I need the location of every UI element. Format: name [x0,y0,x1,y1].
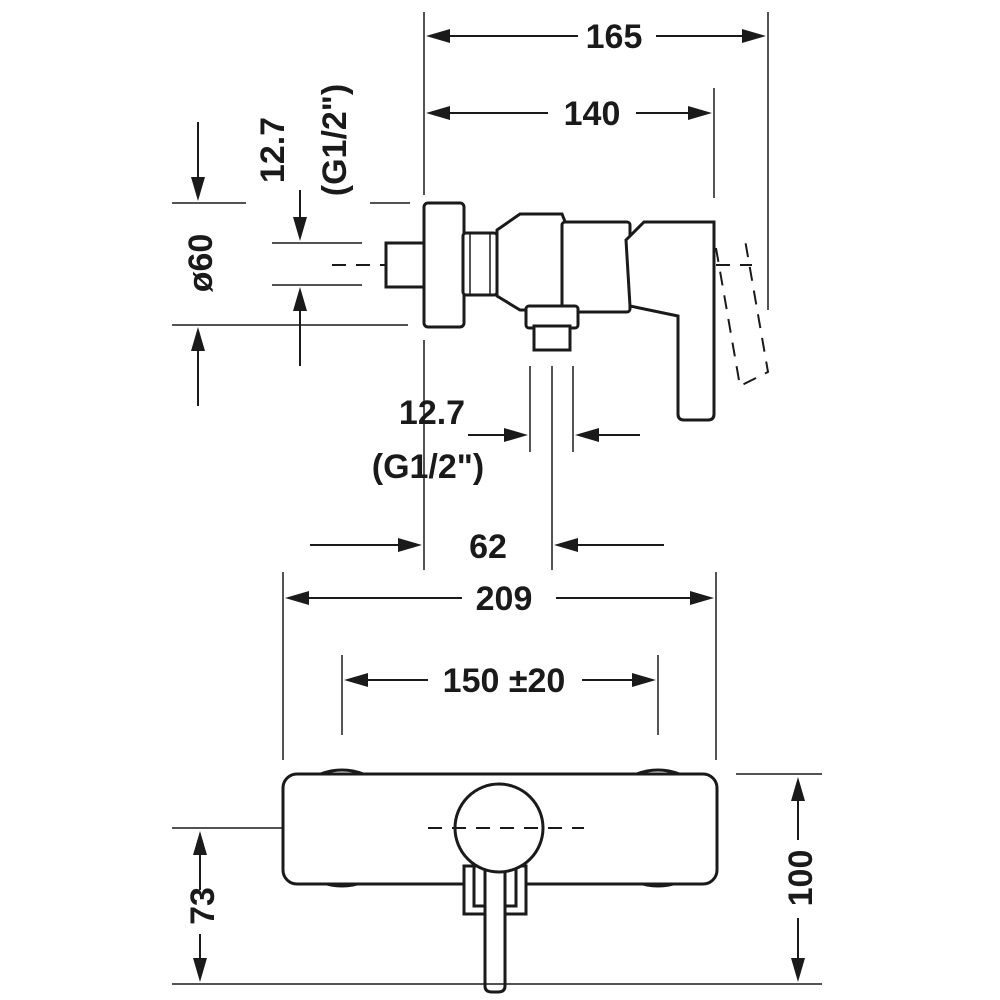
arrow-icon [690,591,714,605]
dim-outlet-upper: 12.7 [254,117,292,183]
arrow-icon [398,538,422,552]
mixer-body [560,220,632,314]
lever-alt-position [715,233,770,388]
arrow-icon [193,831,207,855]
dim-outlet-lower-thread: (G1/2") [372,448,484,486]
dim-overall-height: 100 [782,850,820,907]
dim-inlet-height: 73 [184,887,222,925]
arrow-icon [742,29,766,43]
arrow-icon [426,106,450,120]
lever-stem [483,846,507,994]
dim-flange-diameter: ø60 [182,234,220,293]
arrow-icon [344,673,368,687]
arrow-icon [426,29,450,43]
arrow-icon [191,177,205,201]
dim-overall-depth: 165 [586,18,643,56]
arrow-icon [791,777,805,801]
arrow-icon [554,538,578,552]
nut [461,231,499,297]
arrow-icon [285,591,309,605]
dim-outlet-lower: 12.7 [399,394,465,432]
side-view: 165 140 ø60 12.7 (G1/2") [172,12,770,570]
outlet-nozzle [532,324,572,352]
dim-overall-width: 209 [476,580,533,618]
dim-outlet-offset: 62 [469,528,507,566]
lever-handle [624,220,716,422]
arrow-icon [688,106,712,120]
dim-outlet-upper-thread: (G1/2") [316,84,354,196]
arrow-icon [504,428,528,442]
front-view: 209 150 ±20 73 100 [172,572,822,994]
arrow-icon [193,958,207,982]
arrow-icon [293,217,307,241]
arrow-icon [791,958,805,982]
dim-depth-to-lever: 140 [564,95,621,133]
arrow-icon [632,673,656,687]
wall-flange [422,201,466,329]
wall-connector [384,241,428,289]
arrow-icon [191,327,205,351]
arrow-icon [293,287,307,311]
arrow-icon [575,428,599,442]
valve-body [495,212,568,312]
dim-inlet-spacing: 150 ±20 [443,662,566,700]
